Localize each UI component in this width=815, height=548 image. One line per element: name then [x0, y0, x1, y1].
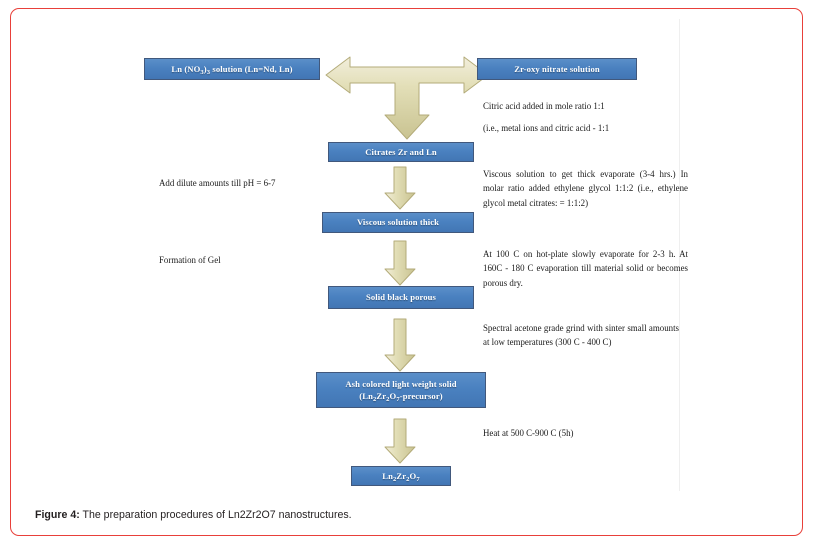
figure-caption-text: The preparation procedures of Ln2Zr2O7 n… [79, 509, 352, 521]
box-solid-black-label: Solid black porous [366, 292, 436, 303]
box-ln-nitrate-solution[interactable]: Ln (NO3)3 solution (Ln=Nd, Ln) [144, 58, 320, 80]
note-citric-line2: (i.e., metal ions and citric acid - 1:1 [483, 123, 610, 134]
box-final-label: Ln2Zr2O7 [382, 470, 420, 483]
box-ln-nitrate-label: Ln (NO3)3 solution (Ln=Nd, Ln) [171, 63, 293, 76]
box-citrates-label: Citrates Zr and Ln [365, 146, 437, 157]
box-ash-label-line1: Ash colored light weight solid [345, 378, 457, 389]
note-viscous-solution: Viscous solution to get thick evaporate … [483, 169, 688, 208]
note-spectral-acetone: Spectral acetone grade grind with sinter… [483, 323, 679, 348]
arrow-solid-to-ash [384, 318, 416, 372]
label-formation-of-gel: Formation of Gel [159, 255, 221, 265]
arrow-viscous-to-solid [384, 240, 416, 286]
box-zr-oxy-nitrate-solution[interactable]: Zr-oxy nitrate solution [477, 58, 637, 80]
note-heat-treatment: Heat at 500 C-900 C (5h) [483, 428, 574, 438]
note-citric-line1: Citric acid added in mole ratio 1:1 [483, 101, 605, 111]
box-ash-colored-solid[interactable]: Ash colored light weight solid (Ln2Zr2O7… [316, 372, 486, 408]
box-viscous-solution-thick[interactable]: Viscous solution thick [322, 212, 474, 233]
arrow-ash-to-final [384, 418, 416, 464]
vertical-divider [679, 19, 680, 491]
box-ash-label-line2: (Ln2Zr2O7-precursor) [359, 390, 443, 403]
box-viscous-label: Viscous solution thick [356, 217, 440, 228]
flowchart-canvas: Ln (NO3)3 solution (Ln=Nd, Ln) Zr-oxy ni… [11, 9, 804, 489]
tri-directional-arrow [325, 56, 489, 140]
figure-caption: Figure 4: The preparation procedures of … [35, 509, 765, 523]
box-citrates-zr-and-ln[interactable]: Citrates Zr and Ln [328, 142, 474, 162]
note-hotplate-evaporation: At 100 C on hot-plate slowly evaporate f… [483, 249, 688, 288]
figure-caption-label: Figure 4: [35, 509, 80, 521]
figure-frame: Ln (NO3)3 solution (Ln=Nd, Ln) Zr-oxy ni… [10, 8, 803, 536]
arrow-citrates-to-viscous [384, 166, 416, 210]
note-citric-acid: Citric acid added in mole ratio 1:1 (i.e… [483, 99, 683, 144]
box-final-product[interactable]: Ln2Zr2O7 [351, 466, 451, 486]
box-zr-oxy-label: Zr-oxy nitrate solution [514, 63, 600, 74]
label-add-dilute-ph: Add dilute amounts till pH = 6-7 [159, 178, 276, 188]
box-solid-black-porous[interactable]: Solid black porous [328, 286, 474, 309]
